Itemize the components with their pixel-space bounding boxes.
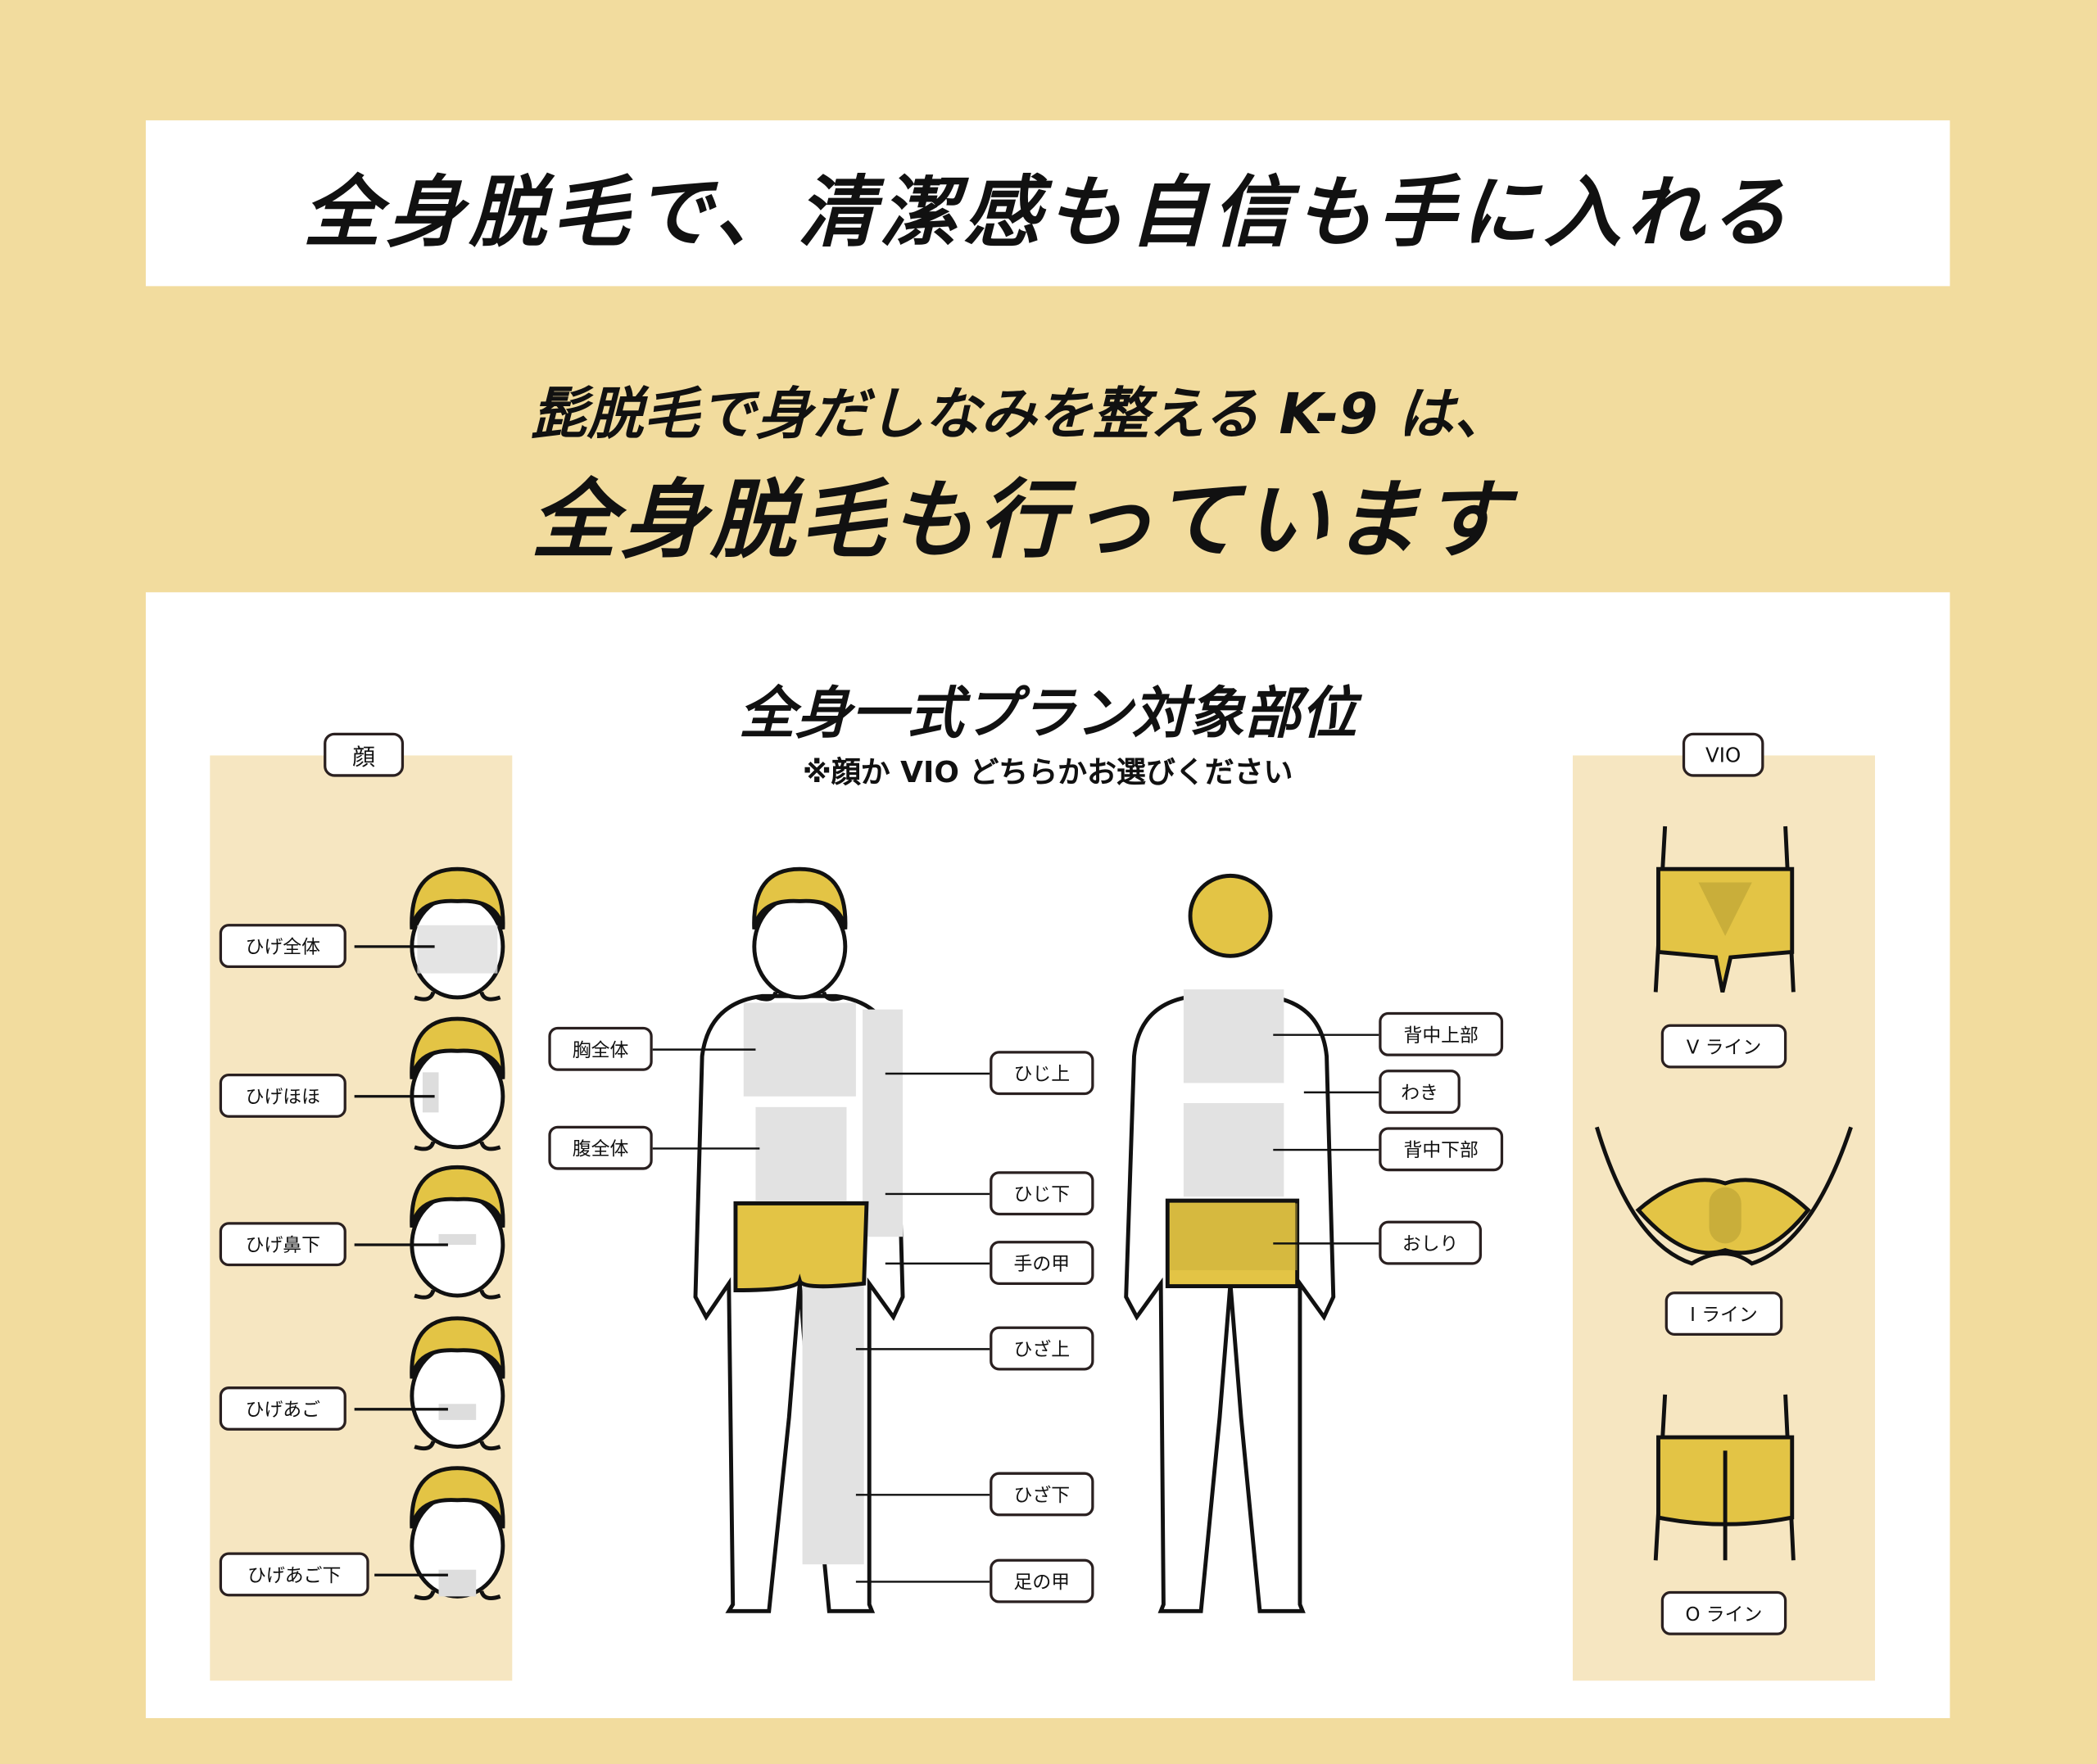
vio-badge: VIO bbox=[1682, 732, 1764, 777]
label-lower-back: 背中下部 bbox=[1379, 1127, 1504, 1172]
face-badge: 顔 bbox=[324, 732, 405, 777]
label-beard-cheek: ひげほほ bbox=[219, 1074, 346, 1118]
headline-banner bbox=[145, 120, 1950, 287]
vio-figures bbox=[1595, 825, 1853, 1561]
label-beard-full: ひげ全体 bbox=[219, 924, 346, 969]
front-body bbox=[693, 869, 905, 1613]
label-abdomen: 腹全体 bbox=[548, 1125, 653, 1170]
label-i-line: I ライン bbox=[1664, 1291, 1783, 1337]
label-top-of-foot: 足の甲 bbox=[990, 1558, 1094, 1603]
label-back-of-hand: 手の甲 bbox=[990, 1241, 1094, 1285]
headline: 全身脱毛で、清潔感も自信も手に入れる bbox=[303, 167, 1793, 259]
label-beard-upper-lip: ひげ鼻下 bbox=[219, 1222, 346, 1267]
label-forearm: ひじ下 bbox=[990, 1171, 1094, 1216]
label-thigh: ひざ上 bbox=[990, 1326, 1094, 1371]
plan-note: ※顔か VIO どちらかお選びください bbox=[802, 757, 1293, 790]
label-o-line: O ライン bbox=[1660, 1590, 1787, 1635]
label-armpit: わき bbox=[1379, 1070, 1461, 1114]
label-lower-leg: ひざ下 bbox=[990, 1472, 1094, 1517]
intro-line1: 髭脱毛で身だしなみを整える K-9 は、 bbox=[531, 381, 1510, 447]
label-buttocks: おしり bbox=[1379, 1220, 1482, 1265]
label-beard-under-chin: ひげあご下 bbox=[219, 1552, 369, 1597]
label-beard-chin: ひげあご bbox=[219, 1386, 346, 1431]
label-upper-arm: ひじ上 bbox=[990, 1051, 1094, 1096]
face-leader-lines bbox=[354, 945, 448, 1576]
intro-line2: 全身脱毛も行っています bbox=[531, 472, 1513, 572]
label-upper-back: 背中上部 bbox=[1379, 1011, 1504, 1056]
plan-title: 全身一式プラン対象部位 bbox=[739, 681, 1357, 747]
body-leader-lines bbox=[652, 1034, 1379, 1583]
face-heads bbox=[412, 869, 503, 1598]
label-v-line: V ライン bbox=[1660, 1024, 1787, 1069]
label-chest: 胸全体 bbox=[548, 1026, 653, 1071]
